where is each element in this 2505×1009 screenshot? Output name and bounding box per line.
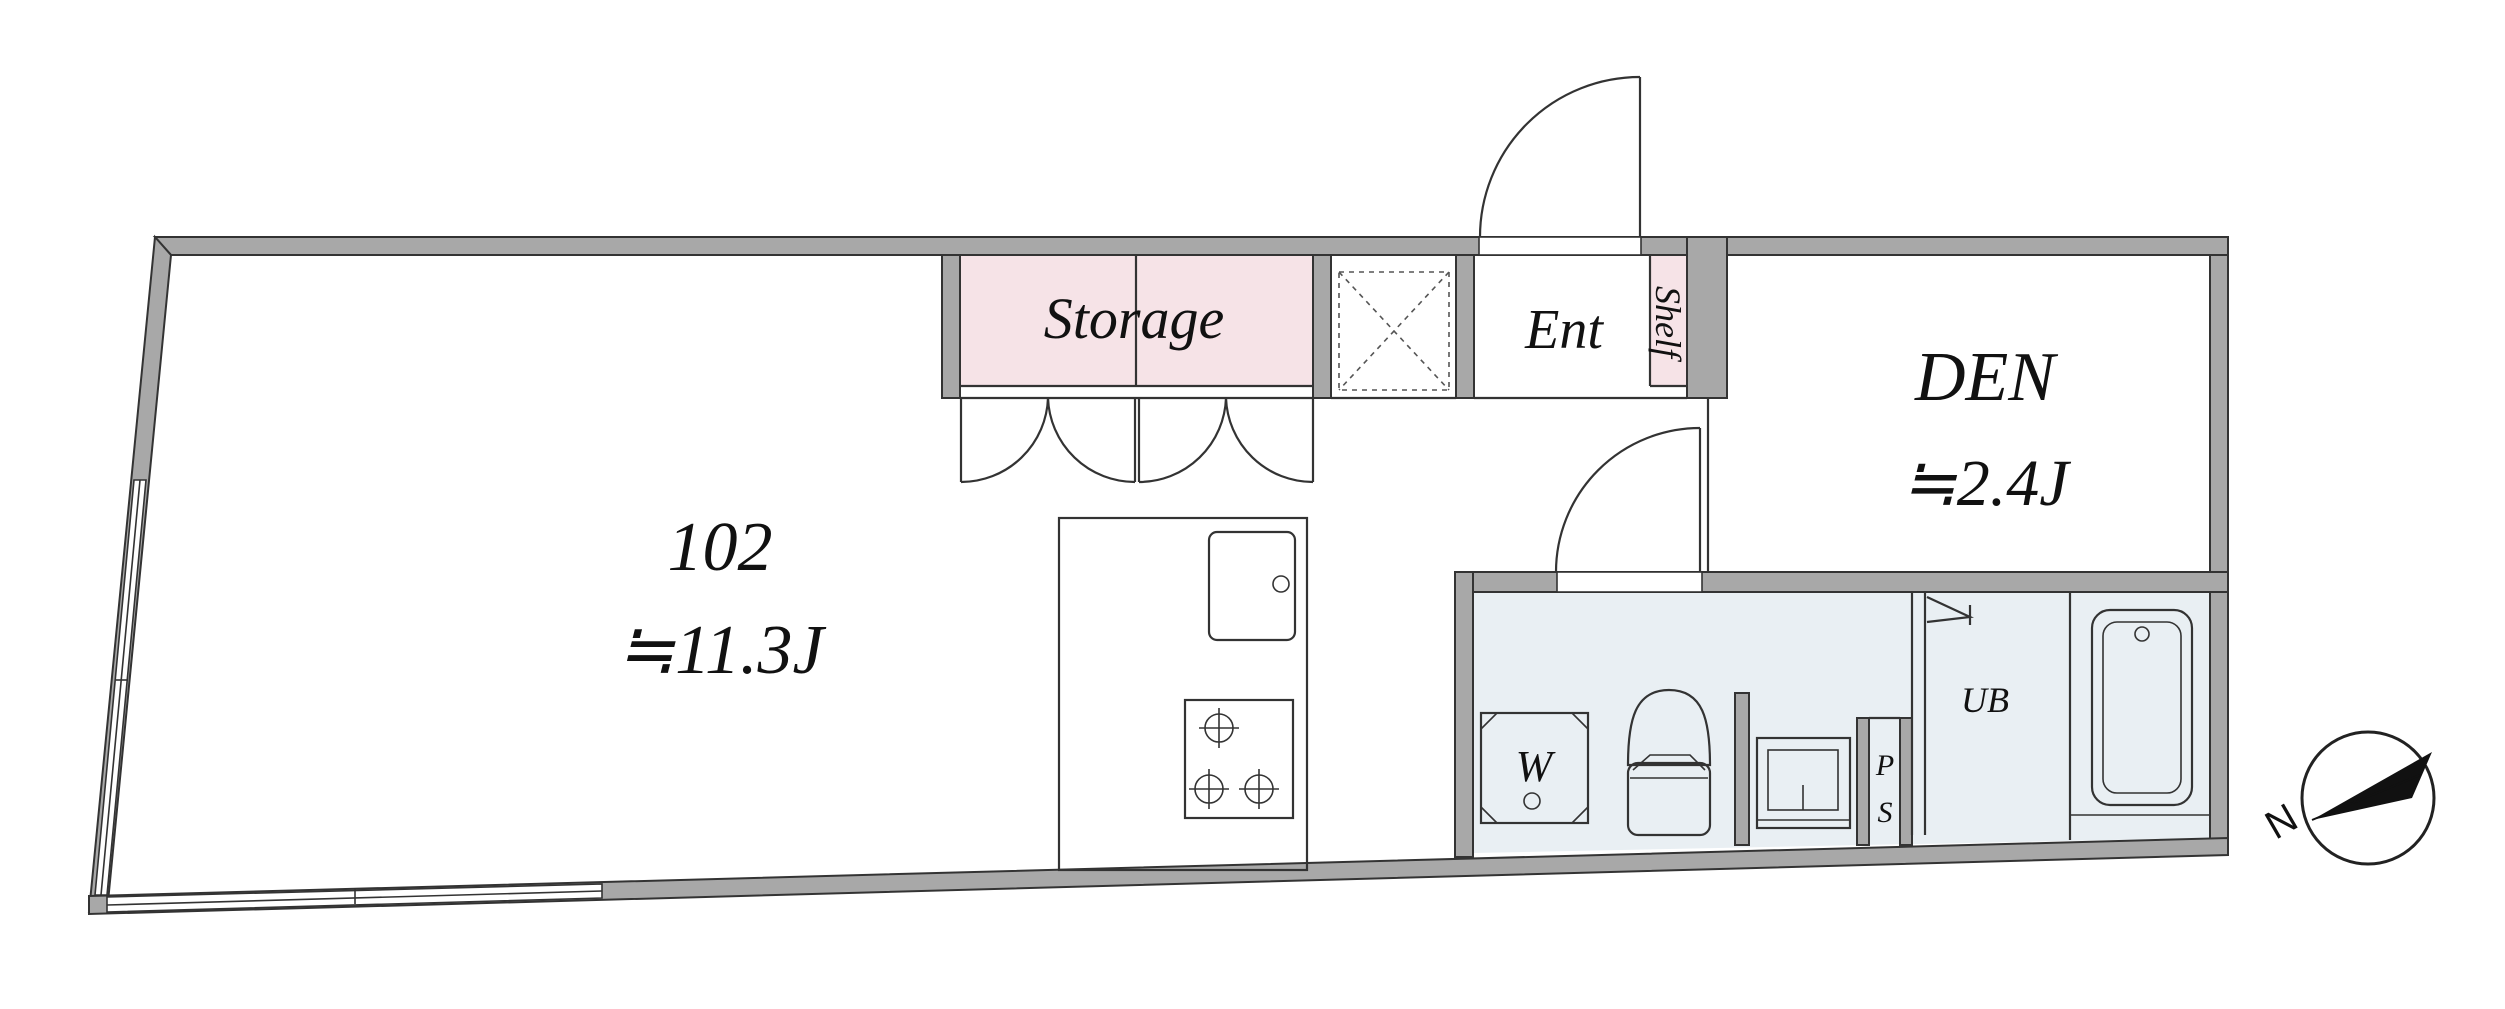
bath-door — [1926, 596, 1974, 625]
bottom-window — [106, 883, 603, 913]
left-window — [94, 479, 147, 896]
wet-area-door — [1554, 426, 1703, 593]
shaft-wall-right — [1455, 254, 1475, 399]
ps-wall-right — [1899, 717, 1913, 846]
washer-label: W — [1516, 742, 1556, 791]
compass: N — [2258, 730, 2436, 866]
shaft — [1338, 271, 1450, 391]
stove — [1183, 698, 1295, 820]
wet-area-wall-left — [1454, 571, 1474, 858]
outer-wall-top — [152, 236, 2229, 256]
compass-north-label: N — [2258, 795, 2305, 848]
ps-label-p: P — [1875, 749, 1894, 782]
washbasin-icon — [1755, 736, 1852, 830]
outer-wall-bottom — [88, 836, 2229, 916]
kitchen-sink — [1207, 530, 1297, 642]
den-size: ≒2.4J — [1901, 447, 2071, 520]
toilet-partition — [1734, 692, 1750, 846]
compass-needle-icon — [2312, 752, 2432, 820]
storage-wall-left — [941, 254, 961, 399]
toilet-icon — [1626, 688, 1712, 837]
entrance-door — [1478, 75, 1642, 256]
ps-label-s: S — [1878, 796, 1893, 829]
storage-label: Storage — [1044, 286, 1224, 351]
bathtub-icon — [2070, 608, 2210, 816]
ps-wall-left — [1856, 717, 1870, 846]
shelf-label: Shelf — [1648, 286, 1688, 363]
bath-label: UB — [1961, 680, 2009, 720]
kitchen-counter — [1057, 516, 1309, 872]
entrance-label: Ent — [1524, 299, 1604, 361]
burner-icon — [1189, 708, 1279, 809]
shelf-wall-right — [1686, 236, 1728, 399]
shelf-fill — [1650, 255, 1687, 386]
main-room-name: 102 — [668, 509, 773, 586]
washer-space — [1479, 711, 1590, 825]
wet-area-fill — [1473, 592, 2210, 853]
storage-doors — [959, 397, 1315, 484]
main-room-size: ≒11.3J — [616, 612, 826, 689]
outer-wall-right — [2209, 254, 2229, 856]
den-name: DEN — [1914, 339, 2058, 416]
storage-wall-right — [1312, 254, 1332, 399]
